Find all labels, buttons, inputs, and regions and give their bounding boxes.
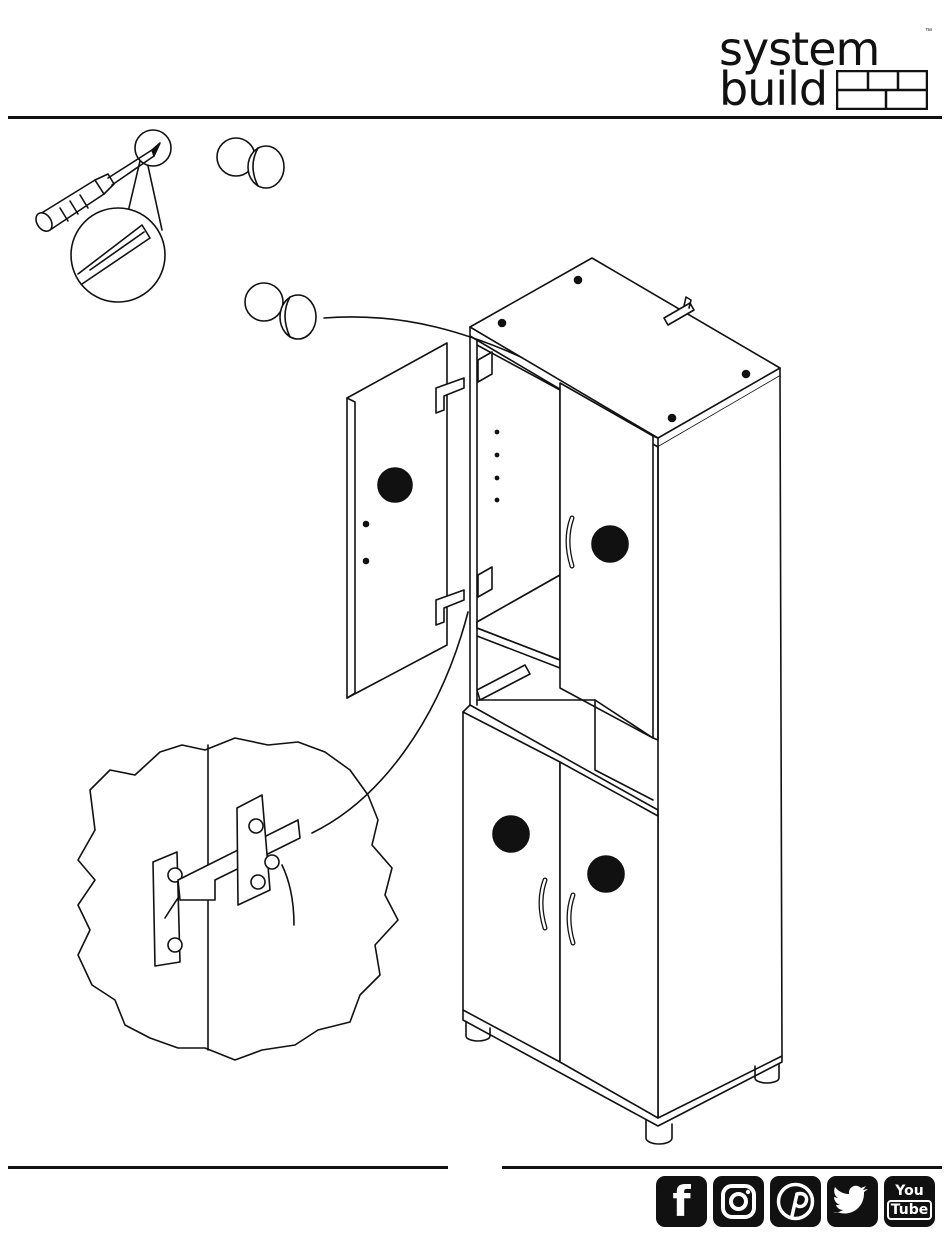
header-divider [8, 116, 942, 119]
loose-door-panel [347, 343, 464, 698]
brick-logo-icon [836, 70, 928, 110]
youtube-tube-text: Tube [887, 1200, 933, 1220]
pinterest-icon[interactable] [770, 1176, 821, 1227]
youtube-you-text: You [895, 1184, 923, 1198]
facebook-icon[interactable]: f [656, 1176, 707, 1227]
cam-cap-callout-1 [217, 138, 284, 188]
brand-logo: system build ™ [719, 26, 934, 116]
footer-divider-left [8, 1166, 448, 1169]
footer-divider-right [502, 1166, 942, 1169]
hinge-detail-callout [78, 612, 468, 1060]
facebook-glyph: f [672, 1177, 690, 1226]
screwdriver-icon [33, 130, 171, 302]
instagram-icon[interactable] [713, 1176, 764, 1227]
trademark-symbol: ™ [925, 28, 932, 35]
twitter-icon[interactable] [827, 1176, 878, 1227]
youtube-icon[interactable]: You Tube [884, 1176, 935, 1227]
assembly-illustration [0, 120, 950, 1160]
social-links: f You Tube [656, 1176, 938, 1230]
cabinet-body [463, 258, 782, 1144]
brand-word-build: build [719, 66, 827, 112]
